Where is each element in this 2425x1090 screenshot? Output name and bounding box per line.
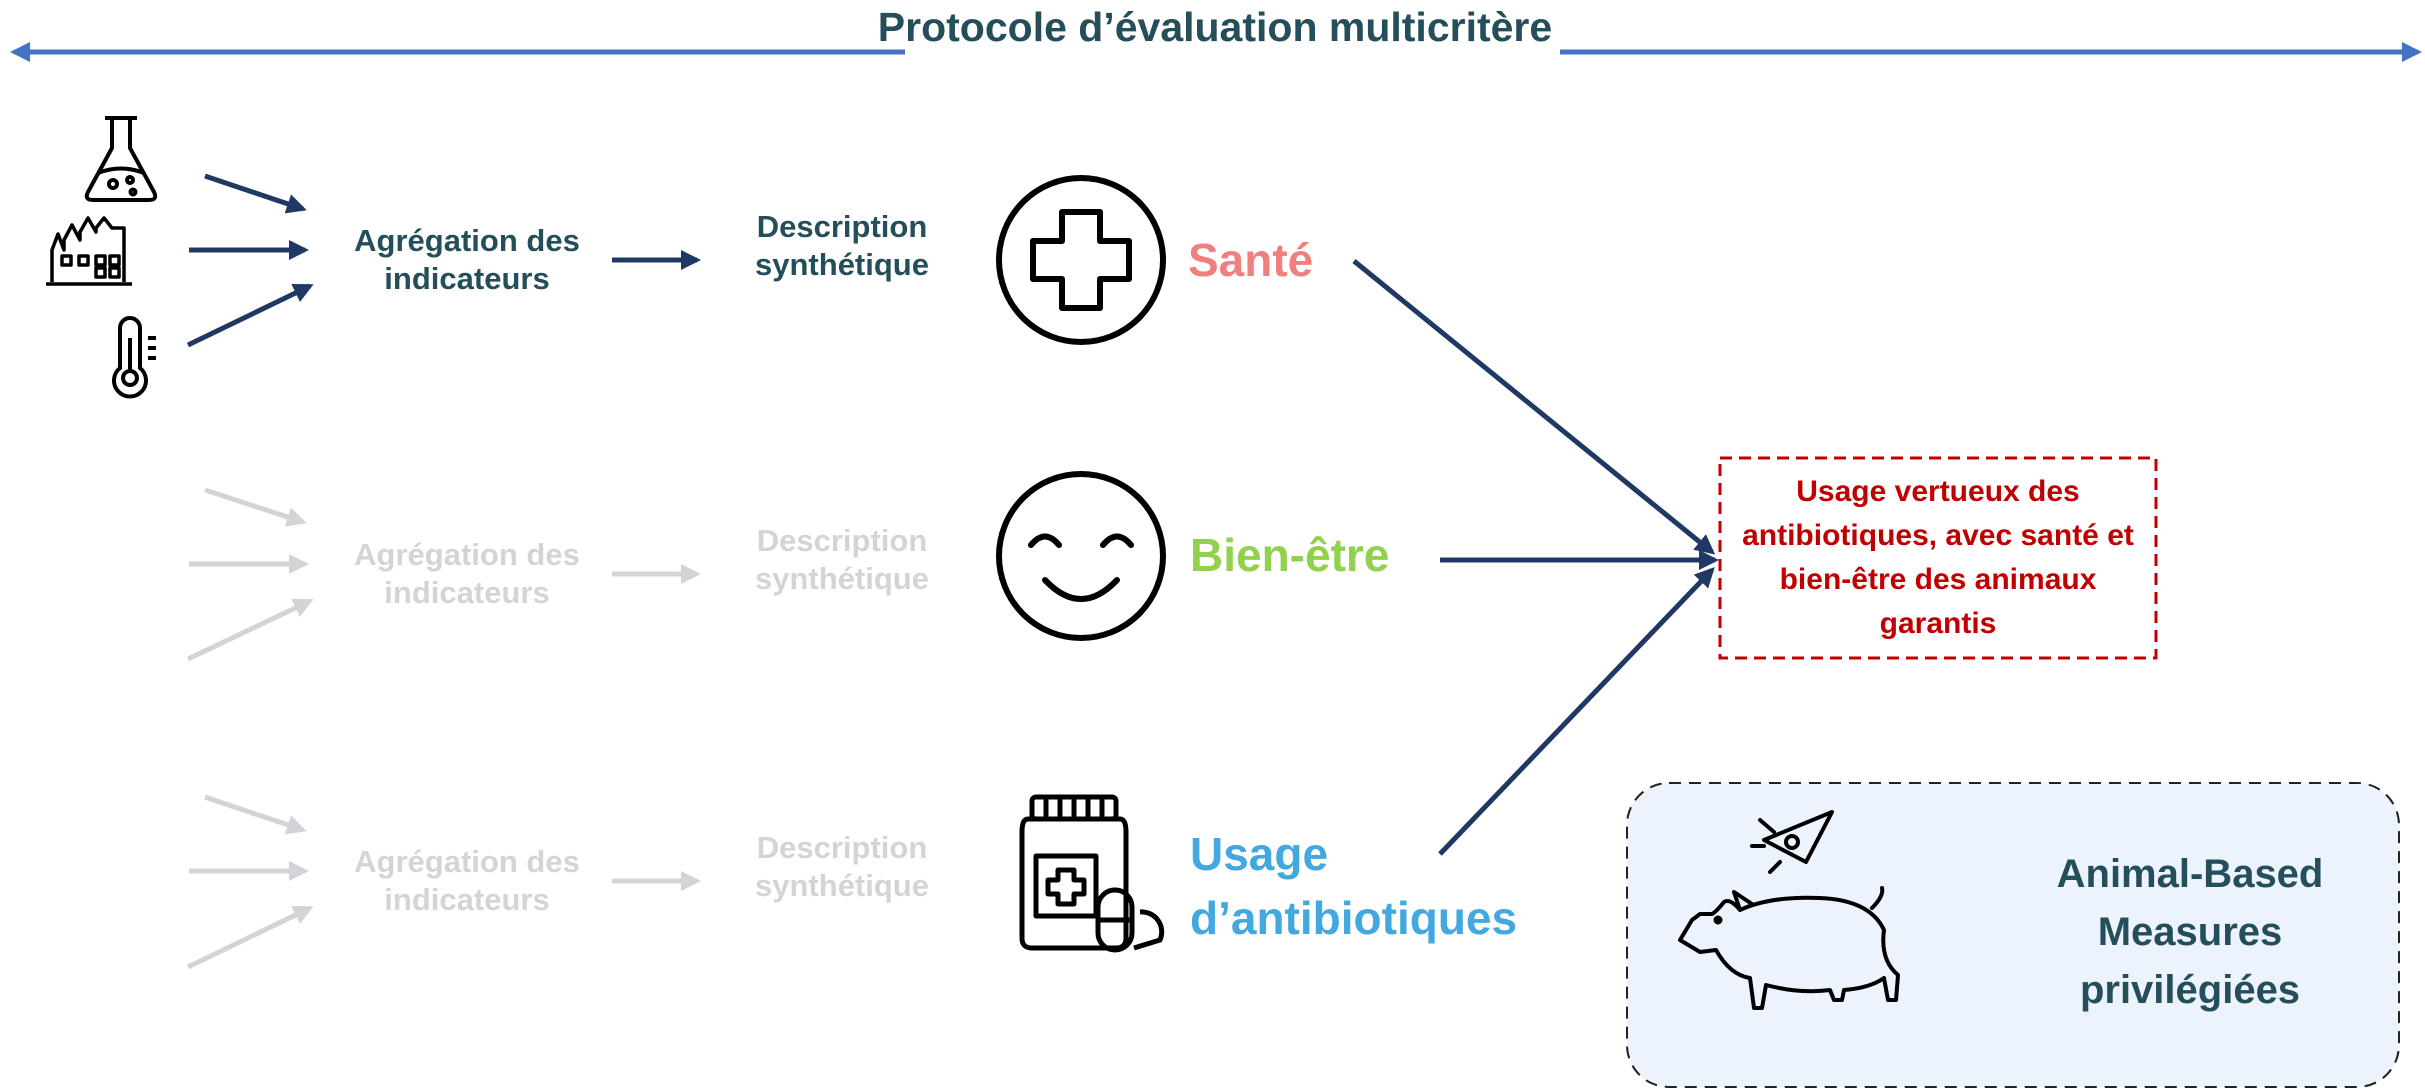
row1-aggregation-label: Agrégation des indicateurs (354, 223, 580, 296)
row2-description-label: Description synthétique (755, 523, 929, 596)
row2-aggregation-label: Agrégation des indicateurs (354, 537, 580, 610)
factory-icon (46, 216, 132, 286)
row2-input-arrows (186, 487, 314, 662)
row1-input-arrows (186, 173, 314, 348)
outcome-text: Usage vertueux des antibiotiques, avec s… (1742, 474, 2134, 641)
criterion-sante: Santé (1188, 234, 1314, 286)
row3-input-arrows (186, 794, 314, 970)
abm-panel (1626, 782, 2400, 1088)
criterion-bien-etre: Bien-être (1190, 529, 1390, 581)
page-title: Protocole d’évaluation multicritère (877, 4, 1553, 50)
convergence-arrows (1352, 259, 1719, 856)
criterion-usage-antibiotiques: Usage d’antibiotiques (1190, 828, 1518, 945)
row1-description-label: Description synthétique (755, 209, 929, 282)
medical-cross-icon (996, 175, 1166, 345)
smiley-face-icon (996, 471, 1166, 641)
abm-panel-text: Animal-Based Measures privilégiées (2056, 852, 2324, 1012)
flask-icon (84, 116, 158, 202)
pig-icon (1678, 886, 1900, 1010)
eye-icon (1750, 810, 1834, 874)
medicine-bottle-icon (1019, 794, 1165, 953)
outcome-box (1718, 456, 2158, 660)
row3-description-label: Description synthétique (755, 830, 929, 903)
thermometer-icon (112, 316, 156, 399)
row3-aggregation-label: Agrégation des indicateurs (354, 844, 580, 917)
